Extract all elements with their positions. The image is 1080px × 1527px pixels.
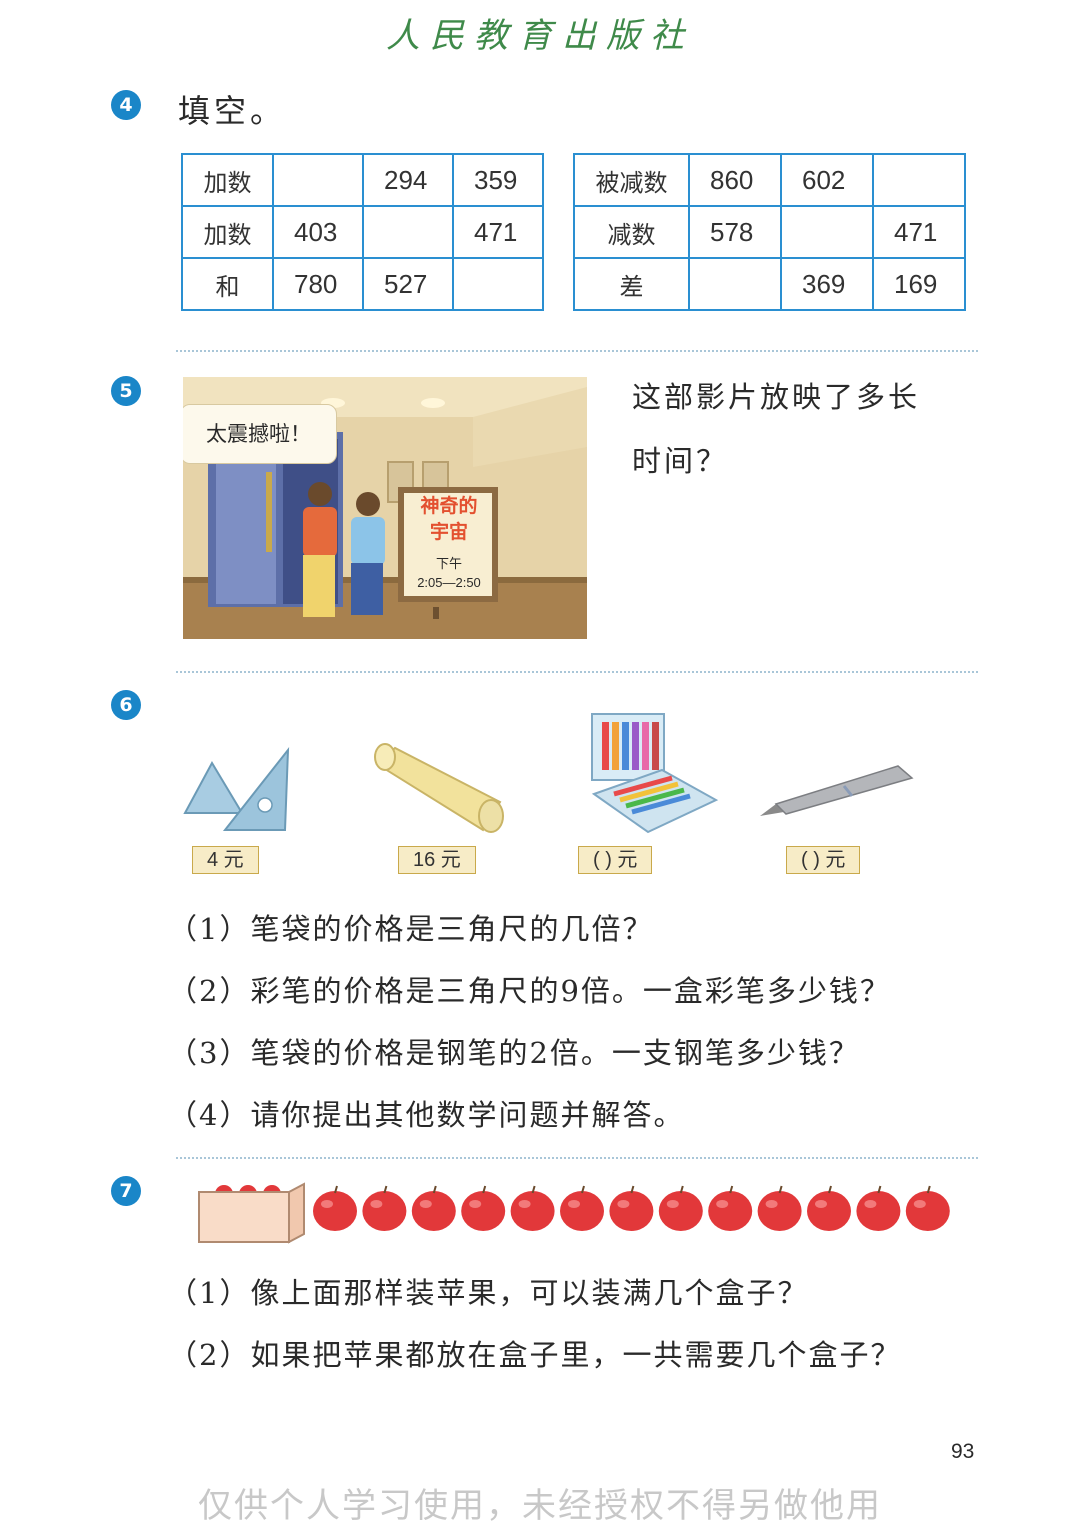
table-row: 和 780 527 bbox=[181, 257, 544, 311]
apple-icon bbox=[510, 1185, 555, 1231]
price-tag-pencil-case: 16 元 bbox=[398, 846, 476, 874]
table-cell bbox=[272, 153, 364, 207]
apple-icon bbox=[461, 1185, 506, 1231]
apple-icon bbox=[658, 1185, 703, 1231]
row-label: 差 bbox=[573, 257, 690, 311]
poster-period: 下午 bbox=[435, 557, 462, 572]
table-row: 被减数 860 602 bbox=[573, 153, 966, 207]
price-tag-pen: ( ) 元 bbox=[786, 846, 861, 874]
table-cell: 527 bbox=[362, 257, 454, 311]
table-cell: 471 bbox=[872, 205, 966, 259]
apple-box-icon bbox=[198, 1182, 305, 1244]
apple-icon bbox=[362, 1185, 407, 1231]
problem-number-5: 5 bbox=[111, 376, 141, 406]
row-label: 加数 bbox=[181, 205, 274, 259]
page-number: 93 bbox=[951, 1440, 975, 1463]
table-cell bbox=[872, 153, 966, 207]
row-label: 加数 bbox=[181, 153, 274, 207]
poster-time: 2:05—2:50 bbox=[417, 575, 481, 590]
apple-icon bbox=[856, 1185, 901, 1231]
row-label: 减数 bbox=[573, 205, 690, 259]
cinema-scene-svg bbox=[183, 377, 587, 639]
table-cell: 602 bbox=[780, 153, 874, 207]
problem-5-question-line1: 这部影片放映了多长 bbox=[632, 380, 921, 414]
table-cell bbox=[688, 257, 782, 311]
watermark-notice: 仅供个人学习使用，未经授权不得另做他用 bbox=[198, 1486, 882, 1526]
problem-7-question-2: （2）如果把苹果都放在盒子里，一共需要几个盒子？ bbox=[168, 1338, 902, 1372]
apple-icon bbox=[313, 1185, 357, 1231]
table-cell: 860 bbox=[688, 153, 782, 207]
table-cell: 359 bbox=[452, 153, 544, 207]
subtraction-table: 被减数 860 602 减数 578 471 差 369 169 bbox=[573, 153, 966, 311]
table-row: 减数 578 471 bbox=[573, 205, 966, 259]
publisher-logo: 人民教育出版社 bbox=[386, 16, 694, 56]
problem-6-question-3: （3）笔袋的价格是钢笔的2倍。一支钢笔多少钱？ bbox=[168, 1036, 860, 1070]
table-cell: 403 bbox=[272, 205, 364, 259]
problem-7-question-1: （1）像上面那样装苹果，可以装满几个盒子？ bbox=[168, 1276, 809, 1310]
poster-title-line1: 神奇的 bbox=[420, 495, 478, 517]
addition-table: 加数 294 359 加数 403 471 和 780 527 bbox=[181, 153, 544, 311]
apple-row bbox=[313, 1185, 950, 1231]
poster-title-line2: 宇宙 bbox=[429, 521, 468, 543]
cinema-illustration: 太震撼啦！ 神奇的 宇宙 下午 2:05—2:50 bbox=[183, 377, 587, 639]
section-divider bbox=[176, 671, 978, 673]
speech-bubble: 太震撼啦！ bbox=[183, 404, 337, 464]
apple-icon bbox=[560, 1185, 604, 1231]
apple-icon bbox=[708, 1185, 753, 1231]
row-label: 和 bbox=[181, 257, 274, 311]
problem-4-title: 填空。 bbox=[178, 92, 287, 130]
section-divider bbox=[176, 1157, 978, 1159]
apple-icon bbox=[757, 1185, 802, 1231]
table-cell: 780 bbox=[272, 257, 364, 311]
table-cell bbox=[452, 257, 544, 311]
price-tag-markers: ( ) 元 bbox=[578, 846, 653, 874]
problem-6-question-4: （4）请你提出其他数学问题并解答。 bbox=[168, 1098, 685, 1132]
table-cell: 369 bbox=[780, 257, 874, 311]
table-cell: 578 bbox=[688, 205, 782, 259]
table-cell: 471 bbox=[452, 205, 544, 259]
problem-6-question-1: （1）笔袋的价格是三角尺的几倍？ bbox=[168, 912, 654, 946]
apple-icon bbox=[609, 1185, 654, 1231]
price-tag-ruler: 4 元 bbox=[192, 846, 259, 874]
problem-5-question-line2: 时间？ bbox=[632, 444, 729, 478]
table-row: 加数 403 471 bbox=[181, 205, 544, 259]
problem-6-question-2: （2）彩笔的价格是三角尺的9倍。一盒彩笔多少钱？ bbox=[168, 974, 891, 1008]
section-divider bbox=[176, 350, 978, 352]
fountain-pen-icon bbox=[760, 765, 914, 816]
table-row: 加数 294 359 bbox=[181, 153, 544, 207]
color-marker-box-icon bbox=[591, 713, 719, 834]
apple-icon bbox=[411, 1185, 456, 1231]
apple-icon bbox=[807, 1185, 851, 1231]
apple-icon bbox=[905, 1185, 950, 1231]
problem-number-7: 7 bbox=[111, 1176, 141, 1206]
table-row: 差 369 169 bbox=[573, 257, 966, 311]
table-cell bbox=[780, 205, 874, 259]
problem-number-6: 6 bbox=[111, 690, 141, 720]
row-label: 被减数 bbox=[573, 153, 690, 207]
table-cell bbox=[362, 205, 454, 259]
table-cell: 294 bbox=[362, 153, 454, 207]
pencil-case-icon bbox=[374, 743, 504, 833]
triangle-ruler-icon bbox=[183, 746, 290, 831]
problem-number-4: 4 bbox=[111, 90, 141, 120]
table-cell: 169 bbox=[872, 257, 966, 311]
